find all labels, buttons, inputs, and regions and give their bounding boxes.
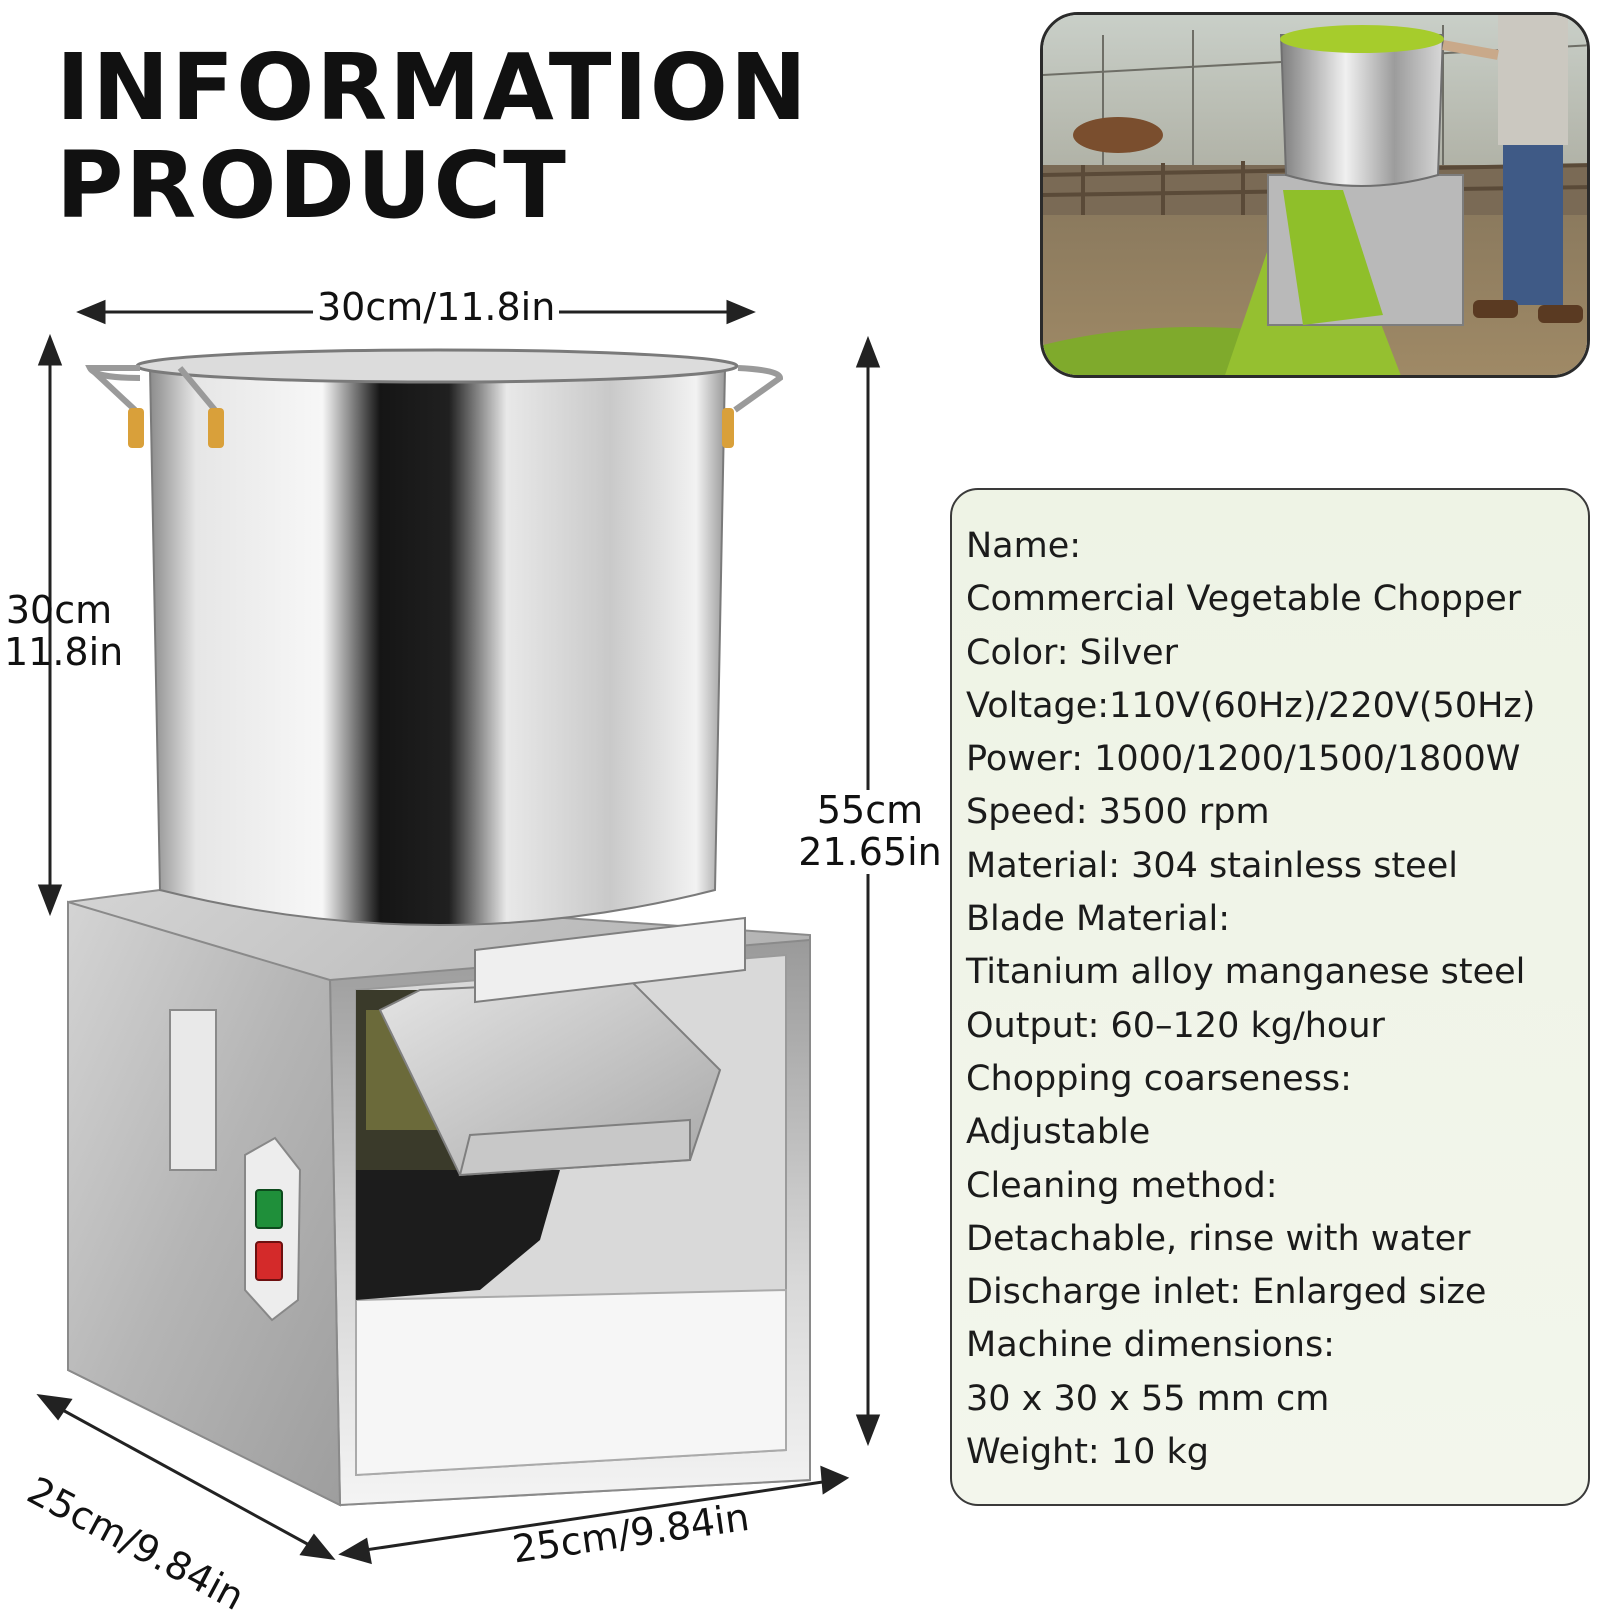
spec-cleaning-label: Cleaning method:: [966, 1165, 1278, 1206]
foot-cap: [128, 408, 144, 448]
dimension-pot-height: 30cm 11.8in: [4, 588, 124, 674]
dimension-arrow-total-height: [855, 335, 881, 1447]
motor-bottom: [356, 1170, 560, 1300]
spec-blade-material-label: Blade Material:: [966, 899, 1231, 940]
spec-coarseness-label: Chopping coarseness:: [966, 1058, 1352, 1099]
dimension-pot-height-cm: 30cm: [5, 588, 113, 632]
spec-material: Material: 304 stainless steel: [966, 845, 1458, 886]
spec-discharge-inlet: Discharge inlet: Enlarged size: [966, 1272, 1487, 1313]
machine-illustration: [36, 299, 881, 1565]
dimension-total-height-in: 21.65in: [798, 829, 942, 874]
dimension-top-width: 30cm/11.8in: [313, 286, 560, 329]
person-arm: [1442, 40, 1499, 60]
dimension-arrow-depth: [36, 1394, 336, 1560]
hay-bale: [1073, 117, 1163, 153]
spec-dimensions-label: Machine dimensions:: [966, 1325, 1335, 1366]
foot-cap: [722, 408, 734, 448]
stop-button: [255, 1241, 283, 1281]
dimension-arrow-base-width: [338, 1465, 850, 1565]
pot-greens: [1280, 25, 1444, 53]
spec-color: Color: Silver: [966, 632, 1178, 673]
heading-product: PRODUCT: [56, 132, 568, 239]
person-shoe: [1538, 305, 1583, 323]
pot-small: [1279, 34, 1445, 187]
spec-power: Power: 1000/1200/1500/1800W: [966, 739, 1521, 780]
heading-information: INFORMATION: [56, 34, 809, 141]
spec-name-label: Name:: [966, 526, 1082, 566]
dimension-pot-height-in: 11.8in: [4, 629, 124, 674]
start-button: [255, 1189, 283, 1229]
machine-base: [67, 888, 811, 1507]
spec-voltage: Voltage:110V(60Hz)/220V(50Hz): [966, 685, 1536, 726]
spec-output: Output: 60–120 kg/hour: [966, 1005, 1385, 1046]
foot-cap: [208, 408, 224, 448]
side-window: [169, 1009, 217, 1171]
spec-blade-material-value: Titanium alloy manganese steel: [966, 952, 1526, 993]
spec-dimensions-value: 30 x 30 x 55 mm cm: [966, 1378, 1330, 1419]
farm-scene: [1043, 15, 1587, 375]
spec-panel: Name: Commercial Vegetable Chopper Color…: [950, 488, 1590, 1506]
spec-coarseness-value: Adjustable: [966, 1112, 1151, 1153]
dimension-total-height: 55cm 21.65in: [775, 788, 965, 874]
spec-cleaning-value: Detachable, rinse with water: [966, 1218, 1471, 1259]
stainless-pot: [85, 348, 784, 926]
dimension-total-height-cm: 55cm: [816, 788, 924, 832]
usage-photo: [1040, 12, 1590, 378]
person-shirt: [1498, 15, 1568, 145]
dimension-arrow-pot-height: [37, 333, 63, 917]
handle-right: [733, 365, 784, 413]
person-shoe: [1473, 300, 1518, 318]
person-jeans: [1503, 145, 1563, 305]
spec-speed: Speed: 3500 rpm: [966, 792, 1270, 833]
chute-lid: [474, 916, 746, 1004]
pot-rim: [135, 348, 739, 384]
spec-name-value: Commercial Vegetable Chopper: [966, 579, 1522, 620]
spec-weight: Weight: 10 kg: [966, 1432, 1210, 1473]
